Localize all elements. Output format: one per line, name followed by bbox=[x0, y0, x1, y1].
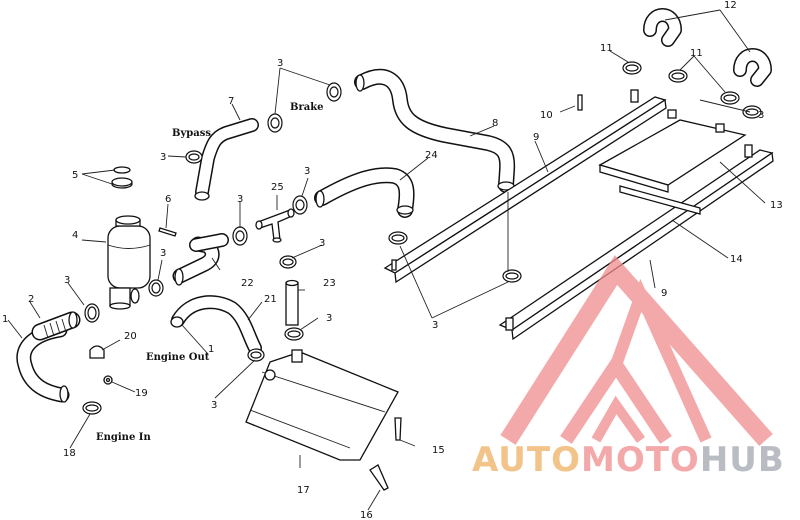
tube-23 bbox=[285, 279, 299, 326]
callout-4: 4 bbox=[72, 230, 78, 241]
callout-22: 22 bbox=[241, 278, 254, 289]
callout-16: 16 bbox=[360, 510, 373, 520]
callout-6: 6 bbox=[165, 194, 171, 205]
fitting-20 bbox=[89, 345, 105, 359]
callout-19: 19 bbox=[135, 388, 148, 399]
callout-3h: 3 bbox=[319, 238, 325, 249]
clamp-tank bbox=[148, 279, 164, 297]
label-brake: Brake bbox=[290, 102, 324, 113]
clamp-24 bbox=[292, 195, 308, 215]
callout-21: 21 bbox=[264, 294, 277, 305]
label-bypass: Bypass bbox=[172, 128, 211, 139]
clamp-11c bbox=[720, 91, 740, 105]
callout-9a: 9 bbox=[533, 132, 539, 143]
clamp-11d bbox=[742, 105, 762, 119]
callout-7: 7 bbox=[228, 96, 234, 107]
callout-3i: 3 bbox=[326, 313, 332, 324]
clamp-mid bbox=[279, 255, 297, 269]
hose-21 bbox=[170, 295, 262, 355]
hose-1 bbox=[16, 322, 70, 403]
callout-3j: 3 bbox=[432, 320, 438, 331]
brand-moto: MOTO bbox=[580, 440, 700, 480]
hose-2-corrugated bbox=[31, 311, 81, 341]
callout-10: 10 bbox=[540, 110, 553, 121]
rail-9-upper bbox=[383, 89, 667, 284]
clamp-25 bbox=[232, 226, 248, 246]
hose-24 bbox=[314, 167, 415, 218]
clamp-top bbox=[326, 82, 342, 102]
callout-8: 8 bbox=[492, 118, 498, 129]
callout-20: 20 bbox=[124, 331, 137, 342]
callout-23: 23 bbox=[323, 278, 336, 289]
callout-9b: 9 bbox=[661, 288, 667, 299]
clamp-brake bbox=[267, 113, 283, 133]
leader-lines bbox=[7, 9, 766, 511]
clamp-11b bbox=[668, 69, 688, 83]
callout-25: 25 bbox=[271, 182, 284, 193]
clamp-21 bbox=[247, 348, 265, 362]
washer-19 bbox=[103, 375, 113, 385]
callout-3g: 3 bbox=[211, 400, 217, 411]
hose-8 bbox=[354, 68, 516, 193]
callout-24: 24 bbox=[425, 150, 438, 161]
clamp-engine-in bbox=[82, 401, 102, 415]
label-engine-out: Engine Out bbox=[146, 352, 210, 363]
label-engine-in: Engine In bbox=[96, 432, 151, 443]
screw-16 bbox=[369, 464, 389, 491]
brand-hub: HUB bbox=[699, 440, 785, 480]
callout-1b: 1 bbox=[208, 344, 214, 355]
callout-5: 5 bbox=[72, 170, 78, 181]
hose-7-bypass bbox=[194, 118, 259, 201]
callout-1: 1 bbox=[2, 314, 8, 325]
plate-13 bbox=[598, 109, 747, 193]
callout-3e: 3 bbox=[160, 248, 166, 259]
callout-13: 13 bbox=[770, 200, 783, 211]
clamp-rail-b bbox=[502, 269, 522, 283]
tee-25 bbox=[255, 208, 295, 243]
clamp-bypass bbox=[185, 150, 203, 164]
clamp-left bbox=[84, 303, 100, 323]
callout-3b: 3 bbox=[160, 152, 166, 163]
strip-14 bbox=[619, 185, 701, 215]
coolant-tank bbox=[107, 215, 151, 310]
clamp-rail-a bbox=[388, 231, 408, 245]
bolt-10 bbox=[577, 94, 583, 111]
callout-2: 2 bbox=[28, 294, 34, 305]
brand-auto: AUTO bbox=[472, 440, 581, 480]
callout-3f: 3 bbox=[277, 58, 283, 69]
u-hose-12b bbox=[733, 48, 772, 87]
callout-3c: 3 bbox=[237, 194, 243, 205]
watermark-brand: AUTOMOTOHUB bbox=[472, 440, 785, 480]
callout-11b: 11 bbox=[690, 48, 703, 59]
callout-11a: 11 bbox=[600, 43, 613, 54]
bolt-15 bbox=[394, 417, 402, 441]
callout-3d: 3 bbox=[304, 166, 310, 177]
callout-3a: 3 bbox=[64, 275, 70, 286]
callout-3k: 3 bbox=[758, 110, 764, 121]
callout-15: 15 bbox=[432, 445, 445, 456]
u-hose-12a bbox=[643, 8, 682, 47]
callout-14: 14 bbox=[730, 254, 743, 265]
pin-6 bbox=[158, 227, 177, 237]
clamp-23 bbox=[284, 327, 304, 341]
clamp-11a bbox=[622, 61, 642, 75]
callout-18: 18 bbox=[63, 448, 76, 459]
callout-17: 17 bbox=[297, 485, 310, 496]
hose-22 bbox=[172, 233, 229, 286]
callout-12: 12 bbox=[724, 0, 737, 11]
heat-exchanger-17 bbox=[245, 349, 399, 461]
